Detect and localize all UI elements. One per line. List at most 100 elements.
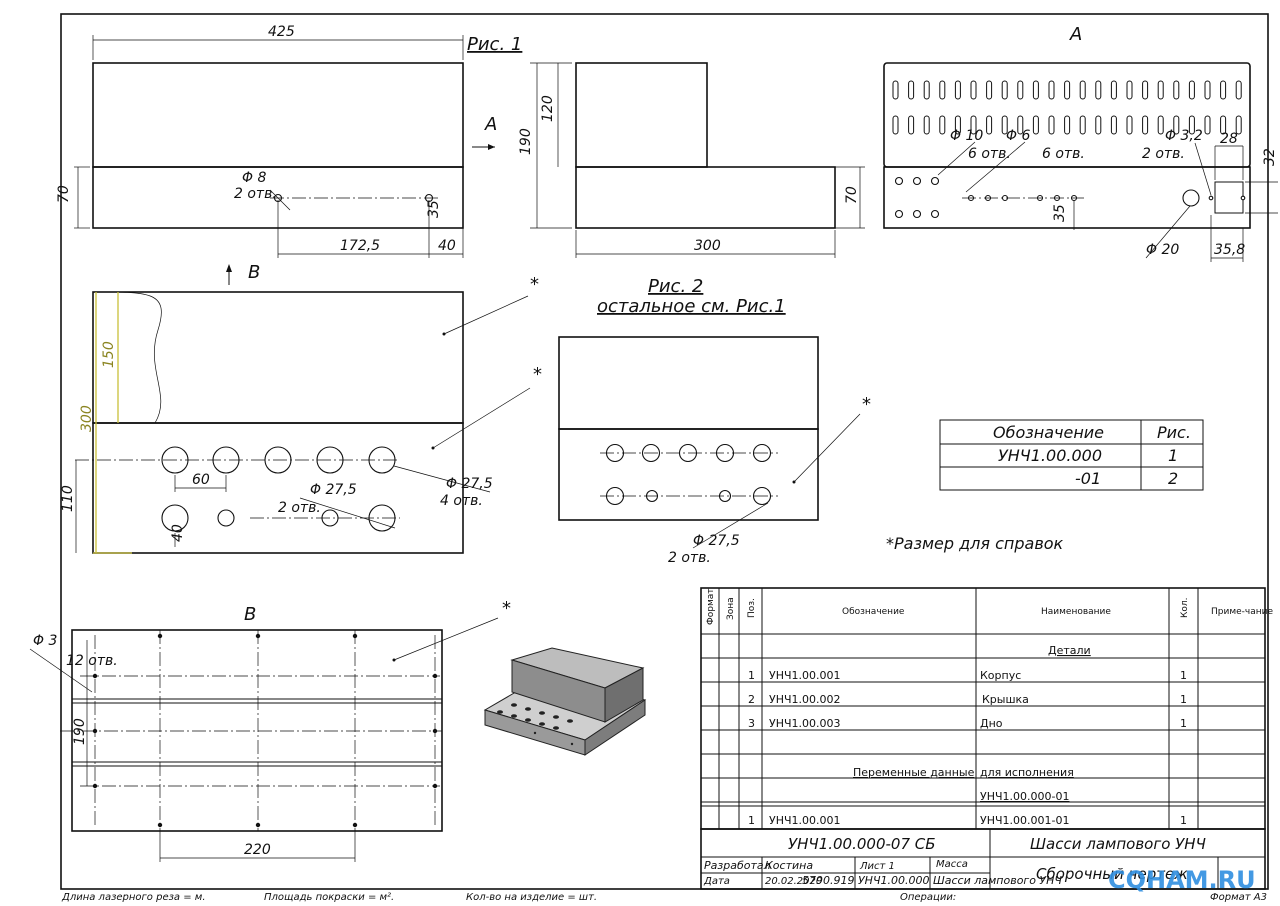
sheet-frame [60, 13, 1269, 890]
dim-35: 35 [426, 200, 442, 218]
dt-row1-code: УНЧ1.00.000 [998, 446, 1102, 465]
bottom-phi3: Φ 3 [33, 633, 57, 649]
phi27-5: Φ 27,5 [446, 476, 493, 492]
spec-h-name: Наименование [1041, 607, 1111, 617]
dim-110: 110 [60, 485, 76, 512]
vent-slot [1001, 115, 1008, 135]
dim-70-side: 70 [844, 186, 860, 204]
spec-h-zone: Зона [726, 597, 736, 620]
holes-2-b: 2 отв. [278, 500, 321, 516]
fig2-title: Рис. 2 [648, 276, 703, 297]
vent-slot [1032, 80, 1039, 100]
vent-slot [970, 80, 977, 100]
bottom-view-title: B [244, 604, 256, 625]
mount-hole [255, 822, 261, 828]
spec-r2-name: Крышка [982, 693, 1029, 706]
dim-40-b: 40 [170, 524, 186, 542]
spec-r3-name: Дно [980, 717, 1003, 730]
vent-slot [1110, 115, 1117, 135]
mount-hole [352, 822, 358, 828]
vent-slot [1064, 80, 1071, 100]
vent-slot [1110, 80, 1117, 100]
dt-header-fig: Рис. [1157, 423, 1191, 442]
mount-hole [92, 783, 98, 789]
spec-h-format: Формат [706, 588, 716, 625]
tb-developed: Разработал [704, 859, 771, 872]
spec-r2-qty: 1 [1180, 693, 1187, 706]
vent-slot [1017, 115, 1024, 135]
spec-h-designation: Обозначение [842, 607, 905, 617]
phi27-5-b: Φ 27,5 [310, 482, 357, 498]
vent-slot [1204, 115, 1211, 135]
spec-variable-right: для исполнения [980, 766, 1074, 779]
mount-hole [432, 728, 438, 734]
spec-r3-des: УНЧ1.00.003 [769, 717, 841, 730]
dt-header-designation: Обозначение [993, 423, 1104, 442]
vent-slot [1095, 115, 1102, 135]
tb-format: Формат А3 [1210, 892, 1267, 903]
fig2-star: * [862, 394, 871, 415]
bottom-dim-220: 220 [244, 842, 271, 858]
vent-slot [1079, 80, 1086, 100]
phi20: Φ 20 [1146, 242, 1179, 258]
spec-h-pos: Поз. [747, 598, 757, 618]
tb-sheet: Лист 1 [859, 861, 895, 872]
vent-slot [1220, 80, 1227, 100]
vent-slot [892, 80, 899, 100]
spec-vr-pos: 1 [748, 814, 755, 827]
bottom-holes-12: 12 отв. [66, 653, 118, 669]
dim-2holes: 2 отв. [234, 186, 277, 202]
vent-slot [986, 80, 993, 100]
spec-r1-name: Корпус [980, 669, 1021, 682]
vent-slot [1032, 115, 1039, 135]
designation-table: Обозначение Рис. УНЧ1.00.000 1 -01 2 [939, 419, 1204, 491]
bottom-star: * [502, 598, 511, 619]
dim-300-b: 300 [79, 405, 95, 432]
vent-slot [1017, 80, 1024, 100]
dim-32: 32 [1262, 148, 1278, 166]
vent-slot [939, 115, 946, 135]
fig1-front-view: 425 Рис. 1 A 70 Φ 8 2 отв. 35 172,5 40 [56, 24, 522, 258]
fig2-holes-2: 2 отв. [668, 550, 711, 566]
dim-60: 60 [192, 472, 210, 488]
footer-qty: Кол-во на изделие = шт. [466, 892, 597, 903]
holes-2: 2 отв. [1142, 146, 1185, 162]
reference-note: *Размер для справок [886, 534, 1064, 553]
mount-hole [432, 783, 438, 789]
tb-mass: Масса [936, 859, 968, 870]
view-b-arrow: B [248, 262, 260, 283]
vent-slot [1126, 80, 1133, 100]
vent-slot [1095, 80, 1102, 100]
spec-variant: УНЧ1.00.000-01 [980, 790, 1069, 803]
spec-r3-pos: 3 [748, 717, 755, 730]
vent-slot [1142, 115, 1149, 135]
footer-paint: Площадь покраски = м². [264, 892, 394, 903]
holes-4: 4 отв. [440, 493, 483, 509]
dim-190: 190 [518, 128, 534, 155]
vent-slot [1048, 80, 1055, 100]
vent-slot [1235, 80, 1242, 100]
mount-hole [92, 673, 98, 679]
tb-code: УНЧ1.00.000-07 СБ [788, 835, 936, 853]
side-view: 120 190 70 300 [518, 62, 865, 258]
footer-laser: Длина лазерного реза = м. [61, 892, 206, 903]
spec-r2-des: УНЧ1.00.002 [769, 693, 841, 706]
dim-40: 40 [438, 238, 456, 254]
vent-slot [1064, 115, 1071, 135]
vent-slot [939, 80, 946, 100]
mount-hole [157, 633, 163, 639]
view-arrow-a: A [484, 114, 497, 135]
footer: Длина лазерного реза = м. Площадь покрас… [61, 892, 956, 903]
spec-r2-pos: 2 [748, 693, 755, 706]
vent-slot [1048, 115, 1055, 135]
vent-slot [1188, 80, 1195, 100]
spec-r1-des: УНЧ1.00.001 [769, 669, 841, 682]
watermark: CQHAM.RU [1108, 866, 1256, 894]
spec-variable-left: Переменные данные [853, 766, 975, 779]
spec-vr-des: УНЧ1.00.001 [769, 814, 841, 827]
iso-render [483, 647, 647, 756]
dim-425: 425 [268, 24, 295, 40]
tb-date-label: Дата [703, 876, 730, 887]
vent-slot [908, 115, 915, 135]
